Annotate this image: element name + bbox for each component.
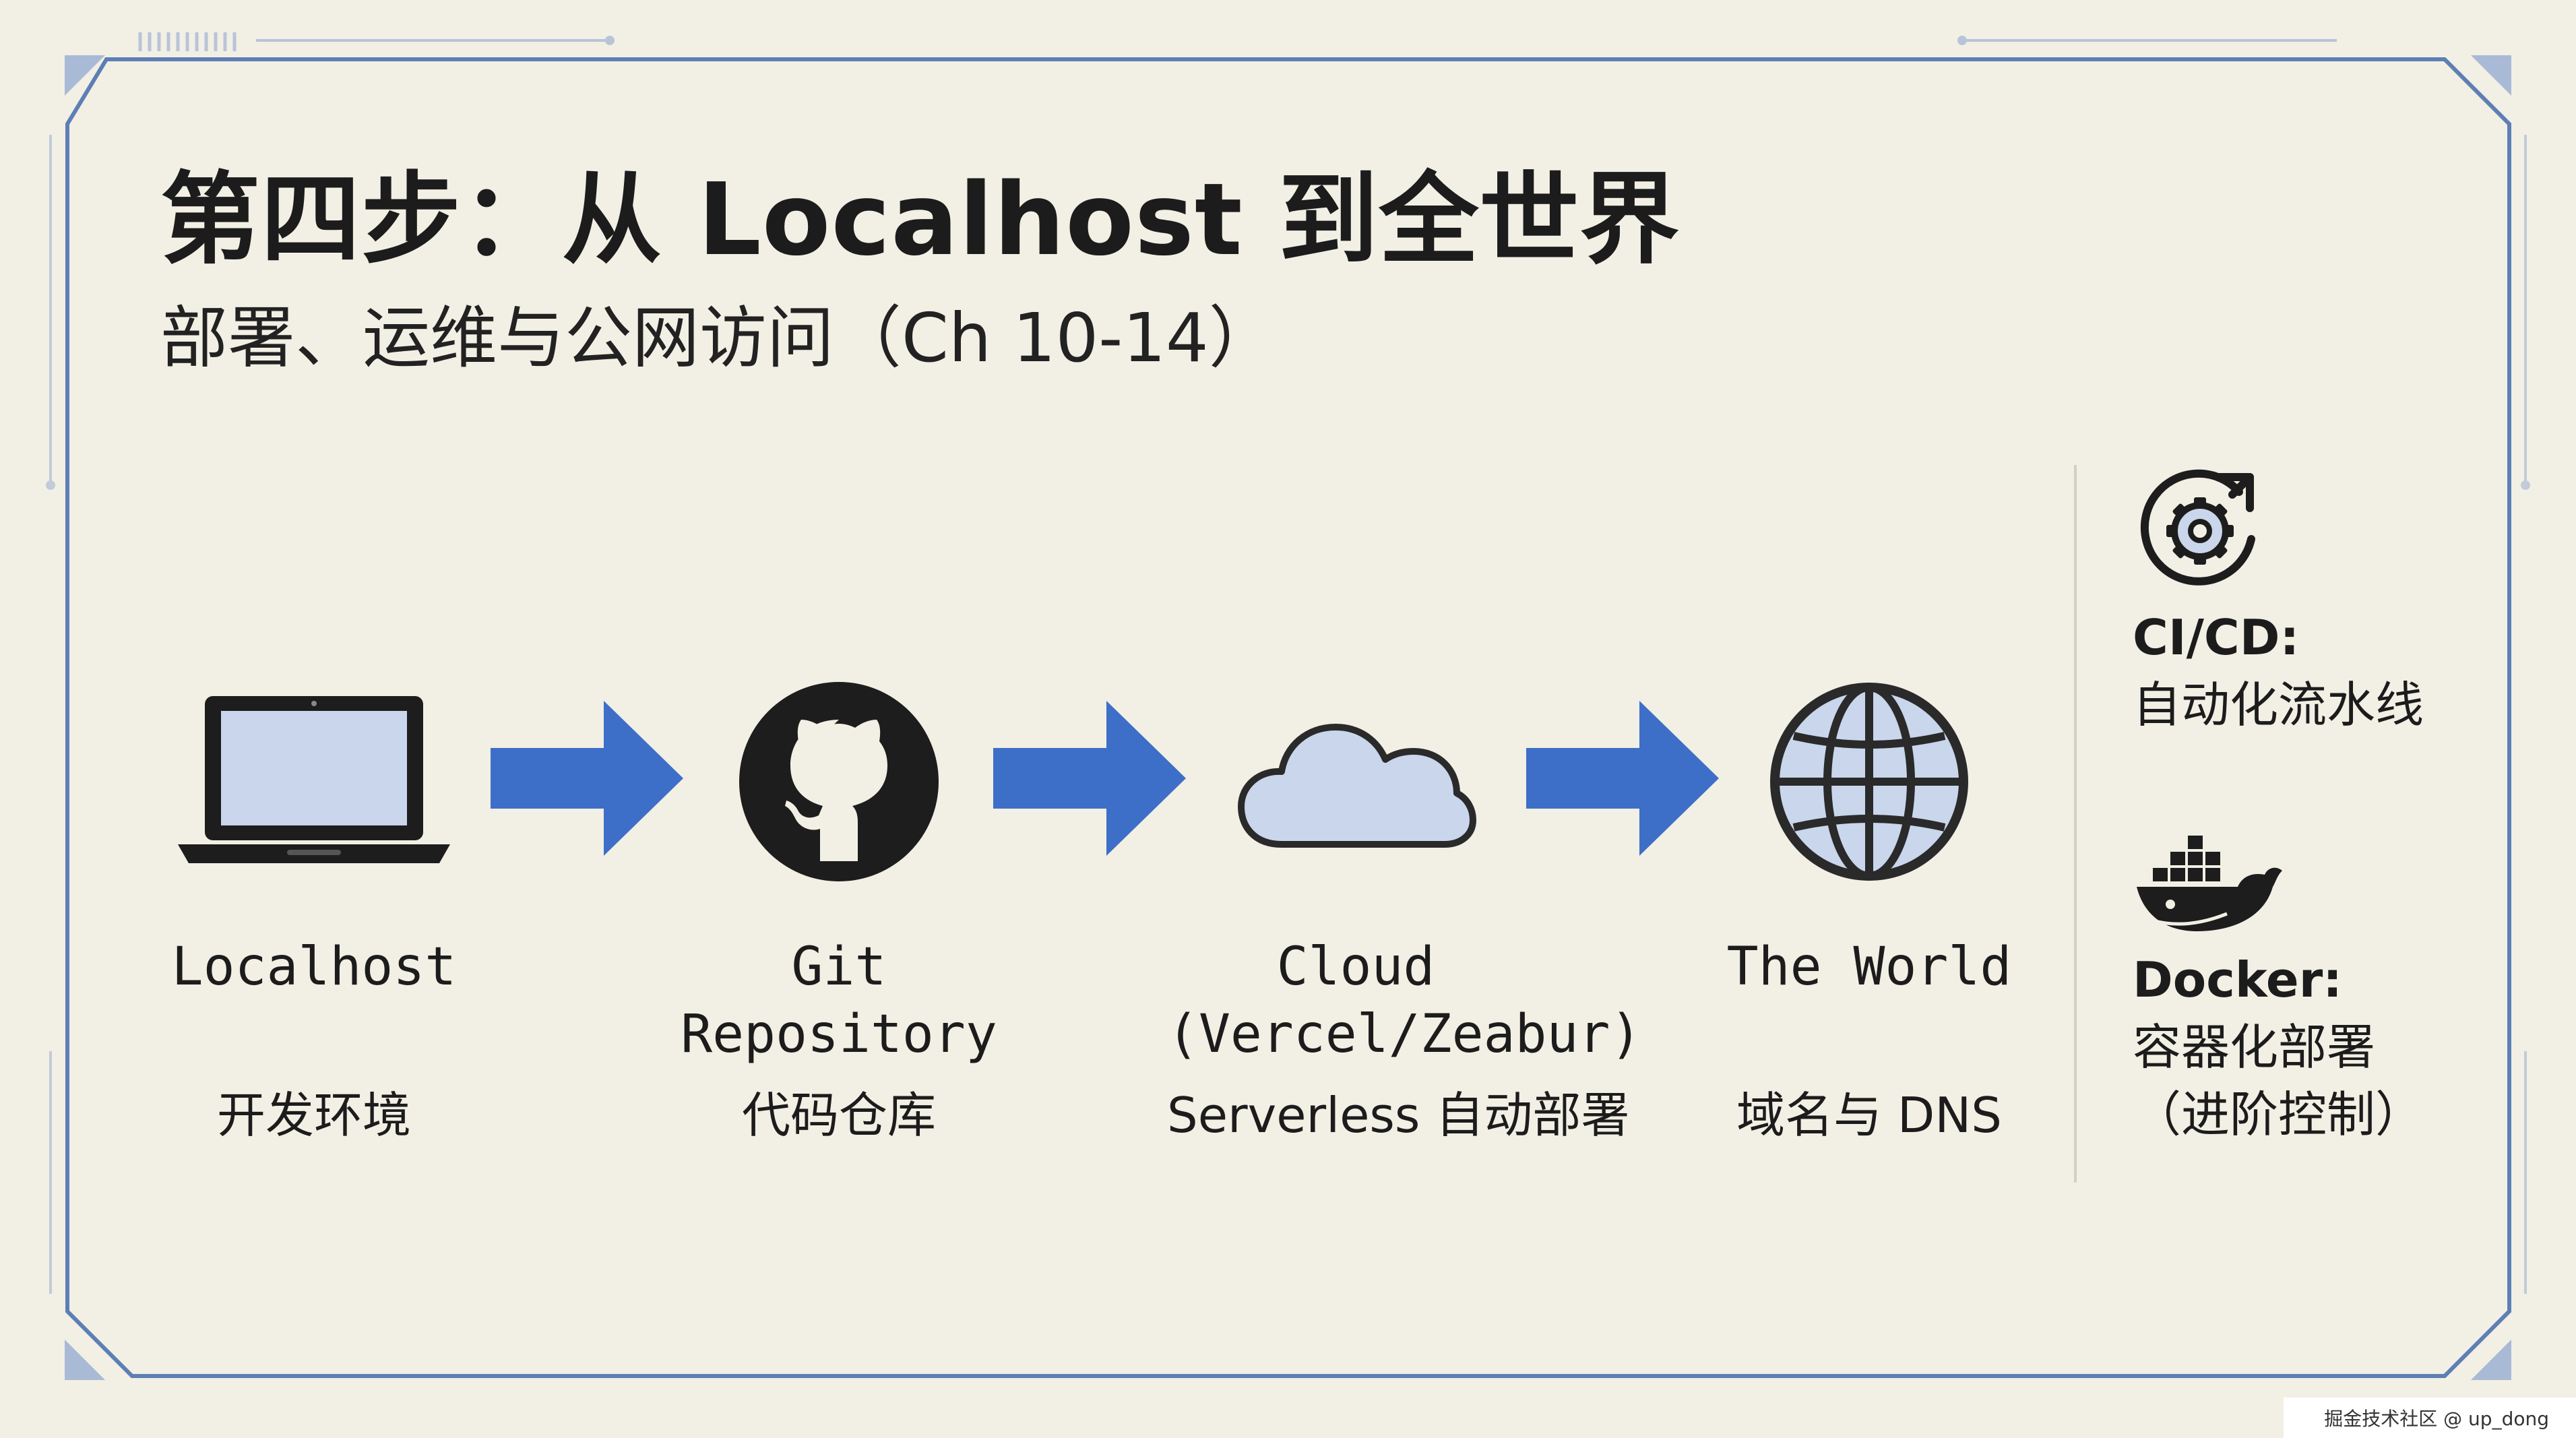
watermark: 掘金技术社区 @ up_dong	[2284, 1398, 2576, 1438]
cicd-note: CI/CD: 自动化流水线	[2133, 465, 2424, 739]
step-localhost: Localhost 开发环境	[125, 667, 503, 1146]
cicd-label: CI/CD:	[2133, 609, 2300, 666]
step-cloud: Cloud (Vercel/Zeabur) Serverless 自动部署	[1167, 667, 1642, 1146]
docker-text: 容器化部署	[2133, 1019, 2376, 1075]
docker-label: Docker:	[2133, 951, 2342, 1008]
page-title: 第四步：从 Localhost 到全世界	[160, 162, 1680, 278]
arrow-right-icon	[993, 701, 1186, 856]
step-name: The World	[1726, 937, 2012, 997]
globe-icon	[1680, 667, 2058, 896]
arrow-right-icon	[491, 701, 683, 856]
section-divider	[2074, 465, 2077, 1183]
step-description: 代码仓库	[741, 1087, 936, 1144]
cicd-text: 自动化流水线	[2133, 677, 2424, 733]
step-name: Cloud (Vercel/Zeabur)	[1167, 937, 1642, 1065]
gear-sync-icon	[2138, 465, 2424, 596]
step-git-repository: Git Repository 代码仓库	[650, 667, 1028, 1146]
step-the-world: The World 域名与 DNS	[1680, 667, 2058, 1146]
laptop-icon	[125, 667, 503, 896]
step-description: 开发环境	[216, 1087, 411, 1144]
step-description: Serverless 自动部署	[1167, 1087, 1630, 1144]
arrow-right-icon	[1526, 701, 1719, 856]
step-name: Git Repository	[681, 937, 997, 1065]
docker-note-text: （进阶控制）	[2133, 1086, 2424, 1143]
step-description: 域名与 DNS	[1736, 1087, 2002, 1144]
step-name: Localhost	[171, 937, 457, 997]
cloud-icon	[1167, 667, 1544, 896]
docker-icon	[2133, 829, 2424, 939]
github-icon	[650, 667, 1028, 896]
docker-note: Docker: 容器化部署 （进阶控制）	[2133, 829, 2424, 1148]
page-subtitle: 部署、运维与公网访问（Ch 10-14）	[160, 299, 1276, 377]
